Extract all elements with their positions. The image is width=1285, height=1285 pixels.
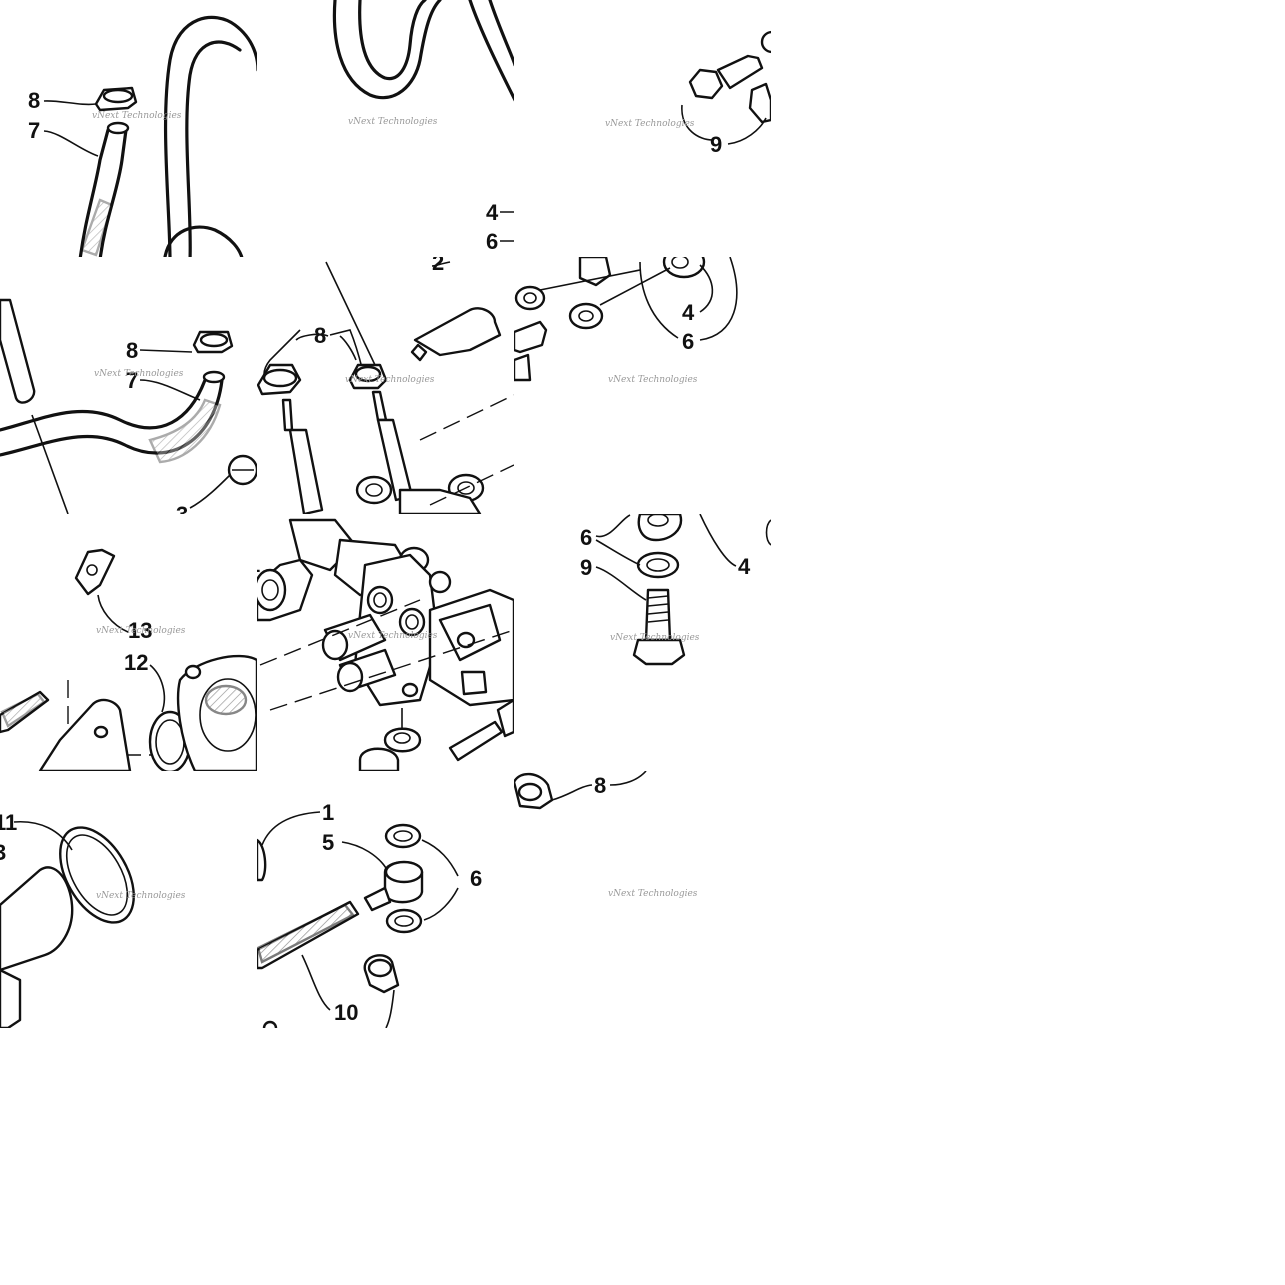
callout-11: 11 [0, 810, 17, 835]
tile-9: 6 9 4 vNext Technologies [580, 514, 771, 666]
tile-10: 11 3 vNext Technologies [0, 810, 186, 1028]
tile-7: 13 12 vNext Technologies [0, 548, 257, 771]
watermark: vNext Technologies [610, 633, 700, 643]
tile-3: 9 vNext Technologies [605, 30, 771, 157]
callout-12: 12 [124, 650, 148, 675]
tile-8: 1 vNext Technologies [248, 518, 514, 771]
callout-9: 9 [580, 555, 592, 580]
watermark: vNext Technologies [348, 117, 438, 127]
tile-11: 1 5 6 10 [257, 800, 482, 1028]
watermark: vNext Technologies [96, 626, 186, 636]
callout-6: 6 [470, 866, 482, 891]
watermark: vNext Technologies [92, 111, 182, 121]
callout-5: 5 [322, 830, 334, 855]
watermark: vNext Technologies [605, 119, 695, 129]
callout-3: 3 [176, 502, 188, 527]
callout-6: 6 [682, 329, 694, 354]
callout-8: 8 [594, 773, 606, 798]
watermark: vNext Technologies [608, 889, 698, 899]
callout-4: 4 [738, 554, 751, 579]
callout-6: 6 [486, 229, 498, 254]
callout-1: 1 [248, 552, 260, 577]
callout-2: 2 [432, 250, 444, 275]
tile-2: 4 6 vNext Technologies [332, 0, 514, 254]
watermark: vNext Technologies [608, 375, 698, 385]
callout-7: 7 [126, 368, 138, 393]
callout-10: 10 [334, 1000, 358, 1025]
callout-8: 8 [28, 88, 40, 113]
callout-8: 8 [126, 338, 138, 363]
callout-8: 8 [314, 323, 326, 348]
callout-9: 9 [710, 132, 722, 157]
watermark: vNext Technologies [96, 891, 186, 901]
tile-6: 4 6 vNext Technologies [514, 257, 738, 385]
watermark: vNext Technologies [348, 631, 438, 641]
callout-7: 7 [28, 118, 40, 143]
tile-4: 8 7 3 vNext Technologies [0, 298, 257, 527]
callout-6: 6 [580, 525, 592, 550]
callout-13: 13 [128, 618, 152, 643]
callout-3: 3 [0, 840, 6, 865]
watermark: vNext Technologies [94, 369, 184, 379]
callout-4: 4 [682, 300, 695, 325]
tile-12: 8 vNext Technologies [514, 771, 698, 899]
callout-1: 1 [322, 800, 334, 825]
tile-1: 8 7 vNext Technologies [28, 15, 257, 257]
tile-5: 8 2 vNext Technologies [257, 250, 514, 514]
watermark: vNext Technologies [345, 375, 435, 385]
callout-4: 4 [486, 200, 499, 225]
